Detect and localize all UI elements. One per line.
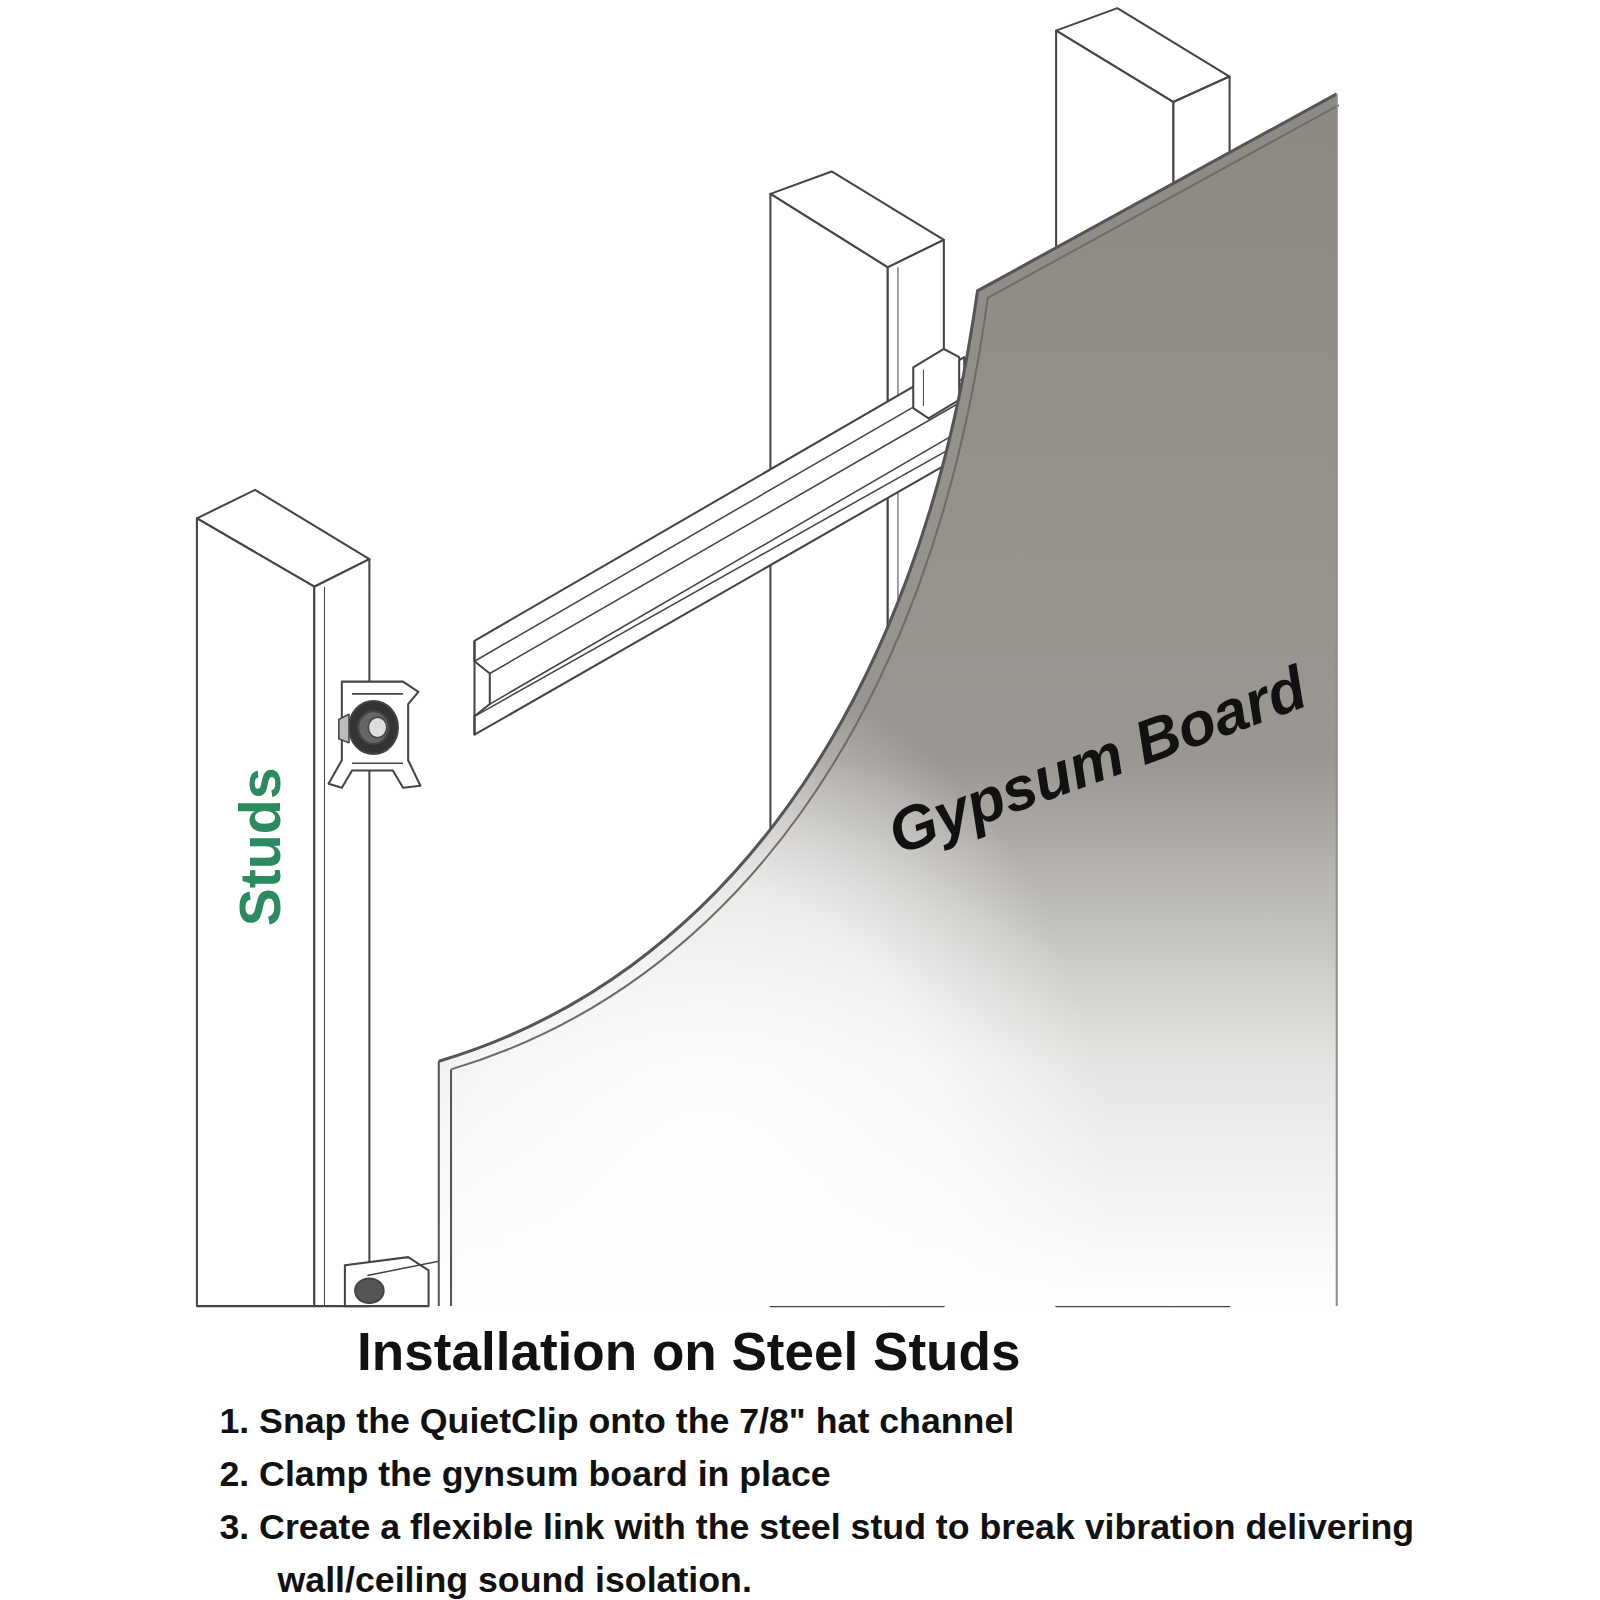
instruction-step: 2. Clamp the gynsum board in place bbox=[219, 1447, 1581, 1500]
instruction-step: 1. Snap the QuietClip onto the 7/8" hat … bbox=[219, 1394, 1581, 1447]
gypsum-board: Gypsum Board bbox=[429, 82, 1409, 1306]
instruction-step: 3. Create a flexible link with the steel… bbox=[219, 1500, 1581, 1600]
instruction-list: 1. Snap the QuietClip onto the 7/8" hat … bbox=[219, 1394, 1581, 1600]
title: Installation on Steel Studs bbox=[357, 1321, 1020, 1382]
stud-label: Studs bbox=[227, 768, 293, 927]
